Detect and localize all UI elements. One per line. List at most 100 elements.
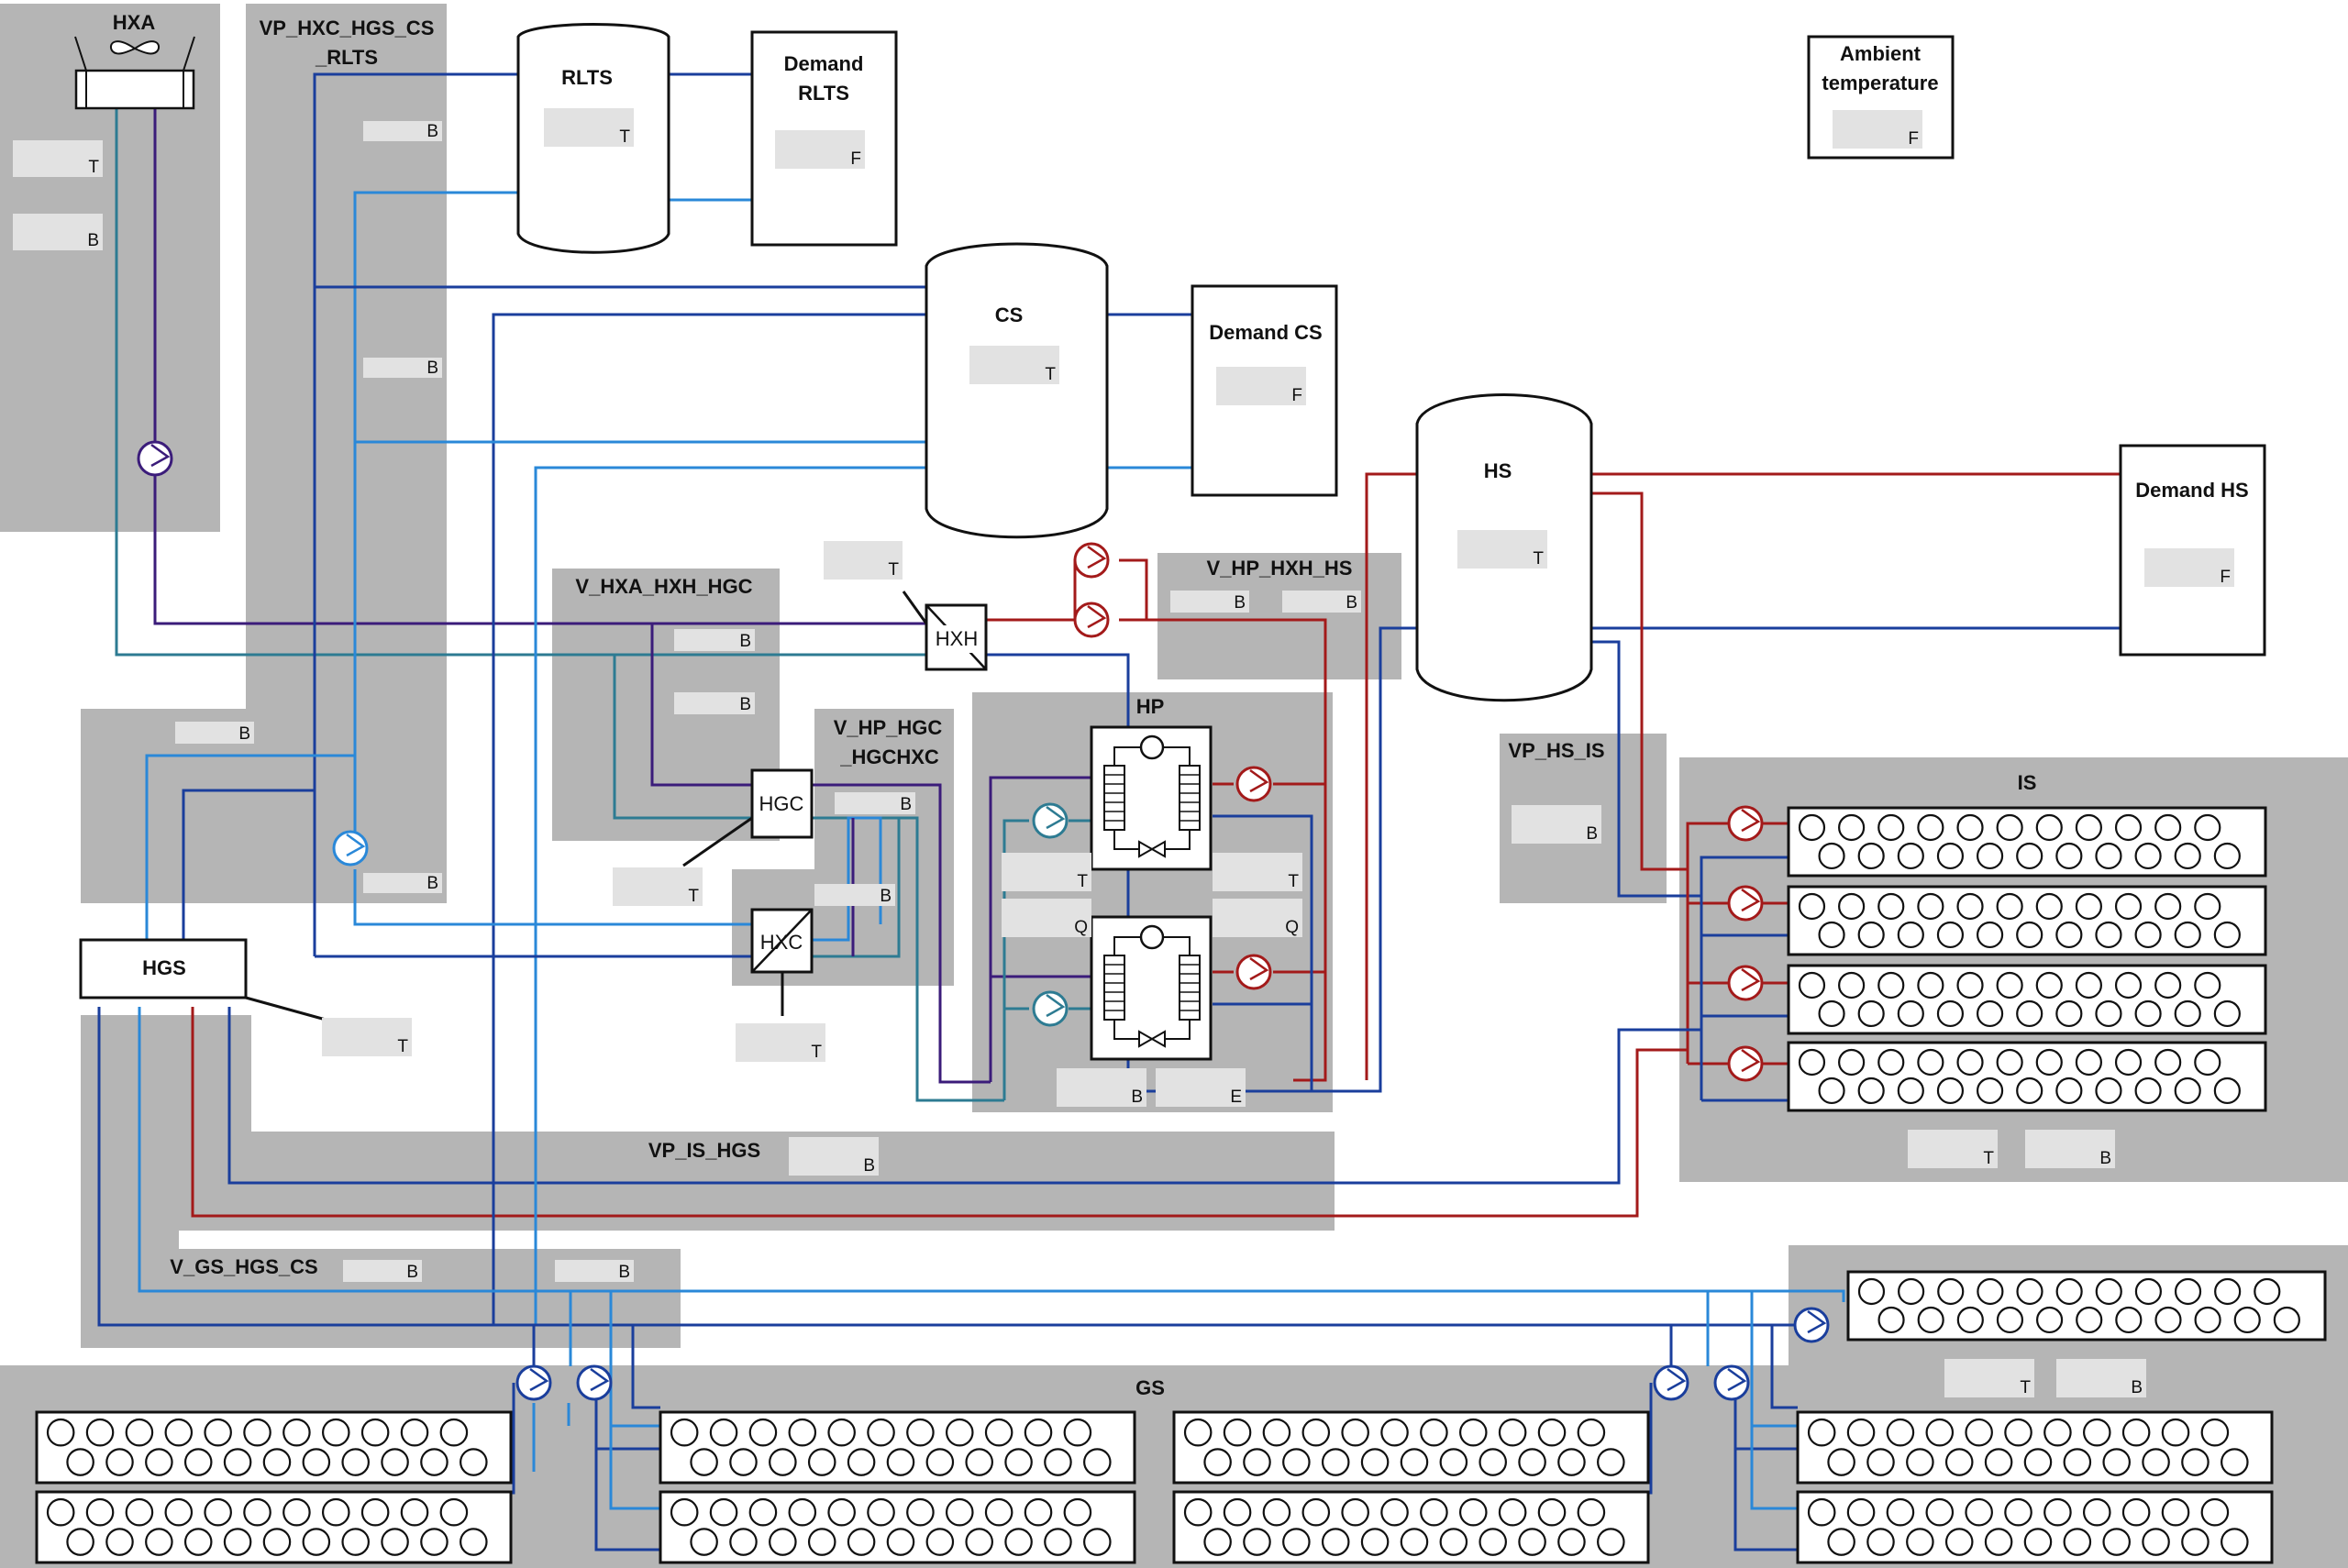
- value-slot: T: [13, 140, 103, 177]
- label-v-hp-hgc-hgchxc-1: V_HP_HGC: [834, 716, 943, 739]
- pipes: [97, 72, 2121, 1551]
- value-slot-code: B: [2099, 1149, 2111, 1168]
- group-vp-is-hgs: [179, 1015, 1335, 1231]
- pump-icon: [1653, 1364, 1689, 1401]
- hxh-heat-exchanger-icon: HXH: [925, 603, 988, 671]
- value-slot: T: [1908, 1130, 1998, 1168]
- value-slot-code: B: [739, 632, 751, 651]
- value-slot-code: B: [863, 1156, 875, 1176]
- label-vp-hxc-hgs-cs-rlts-2: _RLTS: [315, 46, 378, 69]
- value-slot-code: F: [1291, 386, 1302, 405]
- value-slot-code: T: [1533, 549, 1544, 569]
- value-slot-code: B: [1234, 593, 1246, 613]
- value-slot: B: [814, 884, 895, 906]
- value-slot: B: [1170, 591, 1249, 613]
- label-v-gs-hgs-cs: V_GS_HGS_CS: [170, 1255, 317, 1278]
- borehole-field-icon: [1787, 806, 2267, 878]
- value-slot: E: [1156, 1068, 1246, 1107]
- group-v-hp-hxh-hs: [1157, 553, 1401, 679]
- pump-icon: [1235, 766, 1272, 802]
- heat-pumps: [1090, 725, 1213, 1061]
- box-demand-cs-label: Demand CS: [1209, 321, 1322, 344]
- value-slot-code: B: [1131, 1088, 1143, 1107]
- value-slot-code: B: [2131, 1378, 2143, 1397]
- label-hp: HP: [1136, 695, 1165, 718]
- value-slot: T: [1213, 853, 1302, 891]
- value-slot: B: [789, 1137, 879, 1176]
- box-hgc: [750, 768, 814, 839]
- borehole-field-icon: [1172, 1410, 1650, 1485]
- value-slot-code: B: [238, 724, 250, 744]
- pump-icon: [1727, 1045, 1764, 1082]
- value-slot-code: F: [2220, 568, 2231, 587]
- expansion-valve-icon: [1138, 1030, 1166, 1048]
- heat-pump-icon: [1090, 725, 1213, 871]
- borehole-field-icon: [1846, 1270, 2327, 1342]
- hxh-label: HXH: [936, 627, 978, 650]
- value-slot: B: [363, 873, 442, 893]
- value-slot: T: [1944, 1359, 2034, 1397]
- hxa-heat-exchanger: [74, 36, 195, 110]
- value-slot-code: T: [811, 1043, 822, 1062]
- value-slot-code: T: [2020, 1378, 2031, 1397]
- pump-icon: [1032, 990, 1069, 1027]
- pump-icon: [332, 830, 369, 867]
- borehole-field-icon: [1787, 1041, 2267, 1112]
- pump-icon: [1073, 602, 1110, 638]
- box-ambient-label-1: Ambient: [1840, 42, 1922, 65]
- expansion-valve-icon: [1138, 840, 1166, 858]
- value-slot-code: B: [739, 695, 751, 714]
- value-slot: T: [969, 346, 1059, 384]
- value-slot-code: F: [850, 149, 861, 169]
- box-ambient-label-2: temperature: [1822, 72, 1938, 94]
- group-labels: HXA VP_HXC_HGS_CS _RLTS V_HXA_HXH_HGC V_…: [113, 11, 2037, 1399]
- value-slot: B: [343, 1260, 422, 1282]
- value-slot: T: [824, 541, 903, 580]
- label-is: IS: [2018, 771, 2037, 794]
- value-slot-code: T: [619, 127, 630, 147]
- label-gs: GS: [1135, 1376, 1165, 1399]
- value-slot-code: B: [1346, 593, 1357, 613]
- value-slot: F: [775, 130, 865, 169]
- value-slot-code: B: [880, 887, 892, 906]
- label-v-hxa-hxh-hgc: V_HXA_HXH_HGC: [575, 575, 752, 598]
- value-slot-code: B: [1586, 824, 1598, 844]
- pump-icon: [515, 1364, 552, 1401]
- borehole-field-icon: [1787, 964, 2267, 1035]
- value-slot-code: T: [1983, 1149, 1994, 1168]
- value-slot: T: [322, 1018, 412, 1056]
- box-demand-rlts-label-1: Demand: [784, 52, 864, 75]
- borehole-field-icon: [1796, 1490, 2274, 1564]
- pump-icon: [1727, 805, 1764, 842]
- tank-hs-label: HS: [1484, 459, 1512, 482]
- value-slot-code: B: [900, 795, 912, 814]
- label-hxa: HXA: [113, 11, 156, 34]
- value-slot: T: [613, 867, 703, 906]
- value-slot-code: B: [426, 359, 438, 378]
- label-vp-is-hgs: VP_IS_HGS: [648, 1139, 760, 1162]
- group-gs: [0, 1245, 2348, 1568]
- label-vp-hxc-hgs-cs-rlts-1: VP_HXC_HGS_CS: [260, 17, 435, 39]
- pump-icon: [1793, 1307, 1830, 1343]
- value-slot-code: T: [688, 887, 699, 906]
- value-slot-code: T: [1077, 872, 1088, 891]
- pumps: [137, 440, 1830, 1401]
- heat-pump-icon: [1090, 915, 1213, 1061]
- value-slot: B: [1282, 591, 1361, 613]
- label-v-hp-hxh-hs: V_HP_HXH_HS: [1207, 557, 1353, 580]
- value-slot: B: [1057, 1068, 1146, 1107]
- value-slot: B: [2025, 1130, 2115, 1168]
- value-slot: B: [674, 692, 755, 714]
- borehole-field-icon: [35, 1490, 513, 1564]
- tank-cs: [925, 242, 1109, 539]
- fan-icon: [110, 40, 160, 55]
- borehole-field-icon: [659, 1490, 1136, 1564]
- value-slot-code: B: [406, 1263, 418, 1282]
- borehole-field-icon: [35, 1410, 513, 1485]
- pump-icon: [1235, 954, 1272, 990]
- hxc-label: HXC: [760, 931, 803, 954]
- hxc-heat-exchanger-icon: HXC: [750, 908, 814, 974]
- hgc-label: HGC: [759, 792, 804, 815]
